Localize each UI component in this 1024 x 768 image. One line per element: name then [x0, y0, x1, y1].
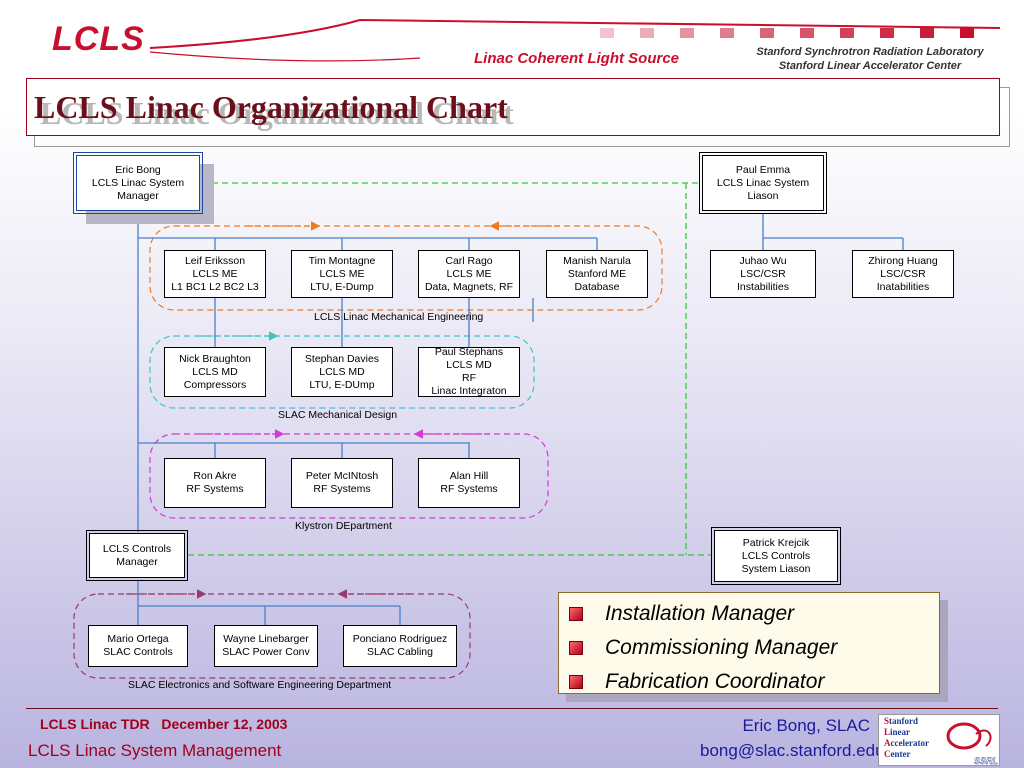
footer-tdr-date: LCLS Linac TDR December 12, 2003 [40, 716, 288, 732]
header-subtitle: Linac Coherent Light Source [474, 50, 680, 67]
group-outline-mech-eng [149, 225, 663, 311]
roles-box: Installation Manager Commissioning Manag… [558, 592, 940, 694]
ssrl-logo-icon: SSRL [946, 722, 998, 766]
role-item: Installation Manager [559, 597, 939, 631]
group-outline-klystron [149, 433, 549, 519]
lab-name: Stanford Synchrotron Radiation Laborator… [756, 46, 984, 72]
group-label-klystron: Klystron DEpartment [295, 520, 392, 532]
group-label-electronics: SLAC Electronics and Software Engineerin… [128, 679, 392, 691]
group-label-mech-eng: LCLS Linac Mechanical Engineering [314, 311, 484, 323]
contact-name: Eric Bong, SLAC [742, 716, 870, 735]
bullet-icon [569, 675, 583, 689]
page-title-shadow: LCLS Linac Organizational Chart [40, 95, 514, 131]
role-item: Commissioning Manager [559, 631, 939, 665]
footer-divider [26, 708, 998, 709]
bullet-icon [569, 641, 583, 655]
header-stripes [600, 28, 974, 38]
contact-email[interactable]: bong@slac.stanford.edu [700, 741, 885, 760]
lcls-logo: LCLS [52, 20, 145, 58]
page-title: LCLS Linac Organizational Chart [34, 89, 508, 125]
title-frame [26, 78, 1000, 136]
org-connectors [73, 182, 904, 679]
group-outline-mech-design [149, 335, 535, 409]
header-swoosh [149, 18, 1001, 62]
group-label-mech-design: SLAC Mechanical Design [278, 409, 398, 421]
ssrl-logo-text: SSRL [974, 756, 998, 766]
group-outline-electronics [73, 593, 471, 679]
footer-contact: Eric Bong, SLAC bong@slac.stanford.edu [700, 713, 885, 763]
footer-system: LCLS Linac System Management [28, 741, 282, 760]
role-item: Fabrication Coordinator [559, 665, 939, 699]
bullet-icon [569, 607, 583, 621]
